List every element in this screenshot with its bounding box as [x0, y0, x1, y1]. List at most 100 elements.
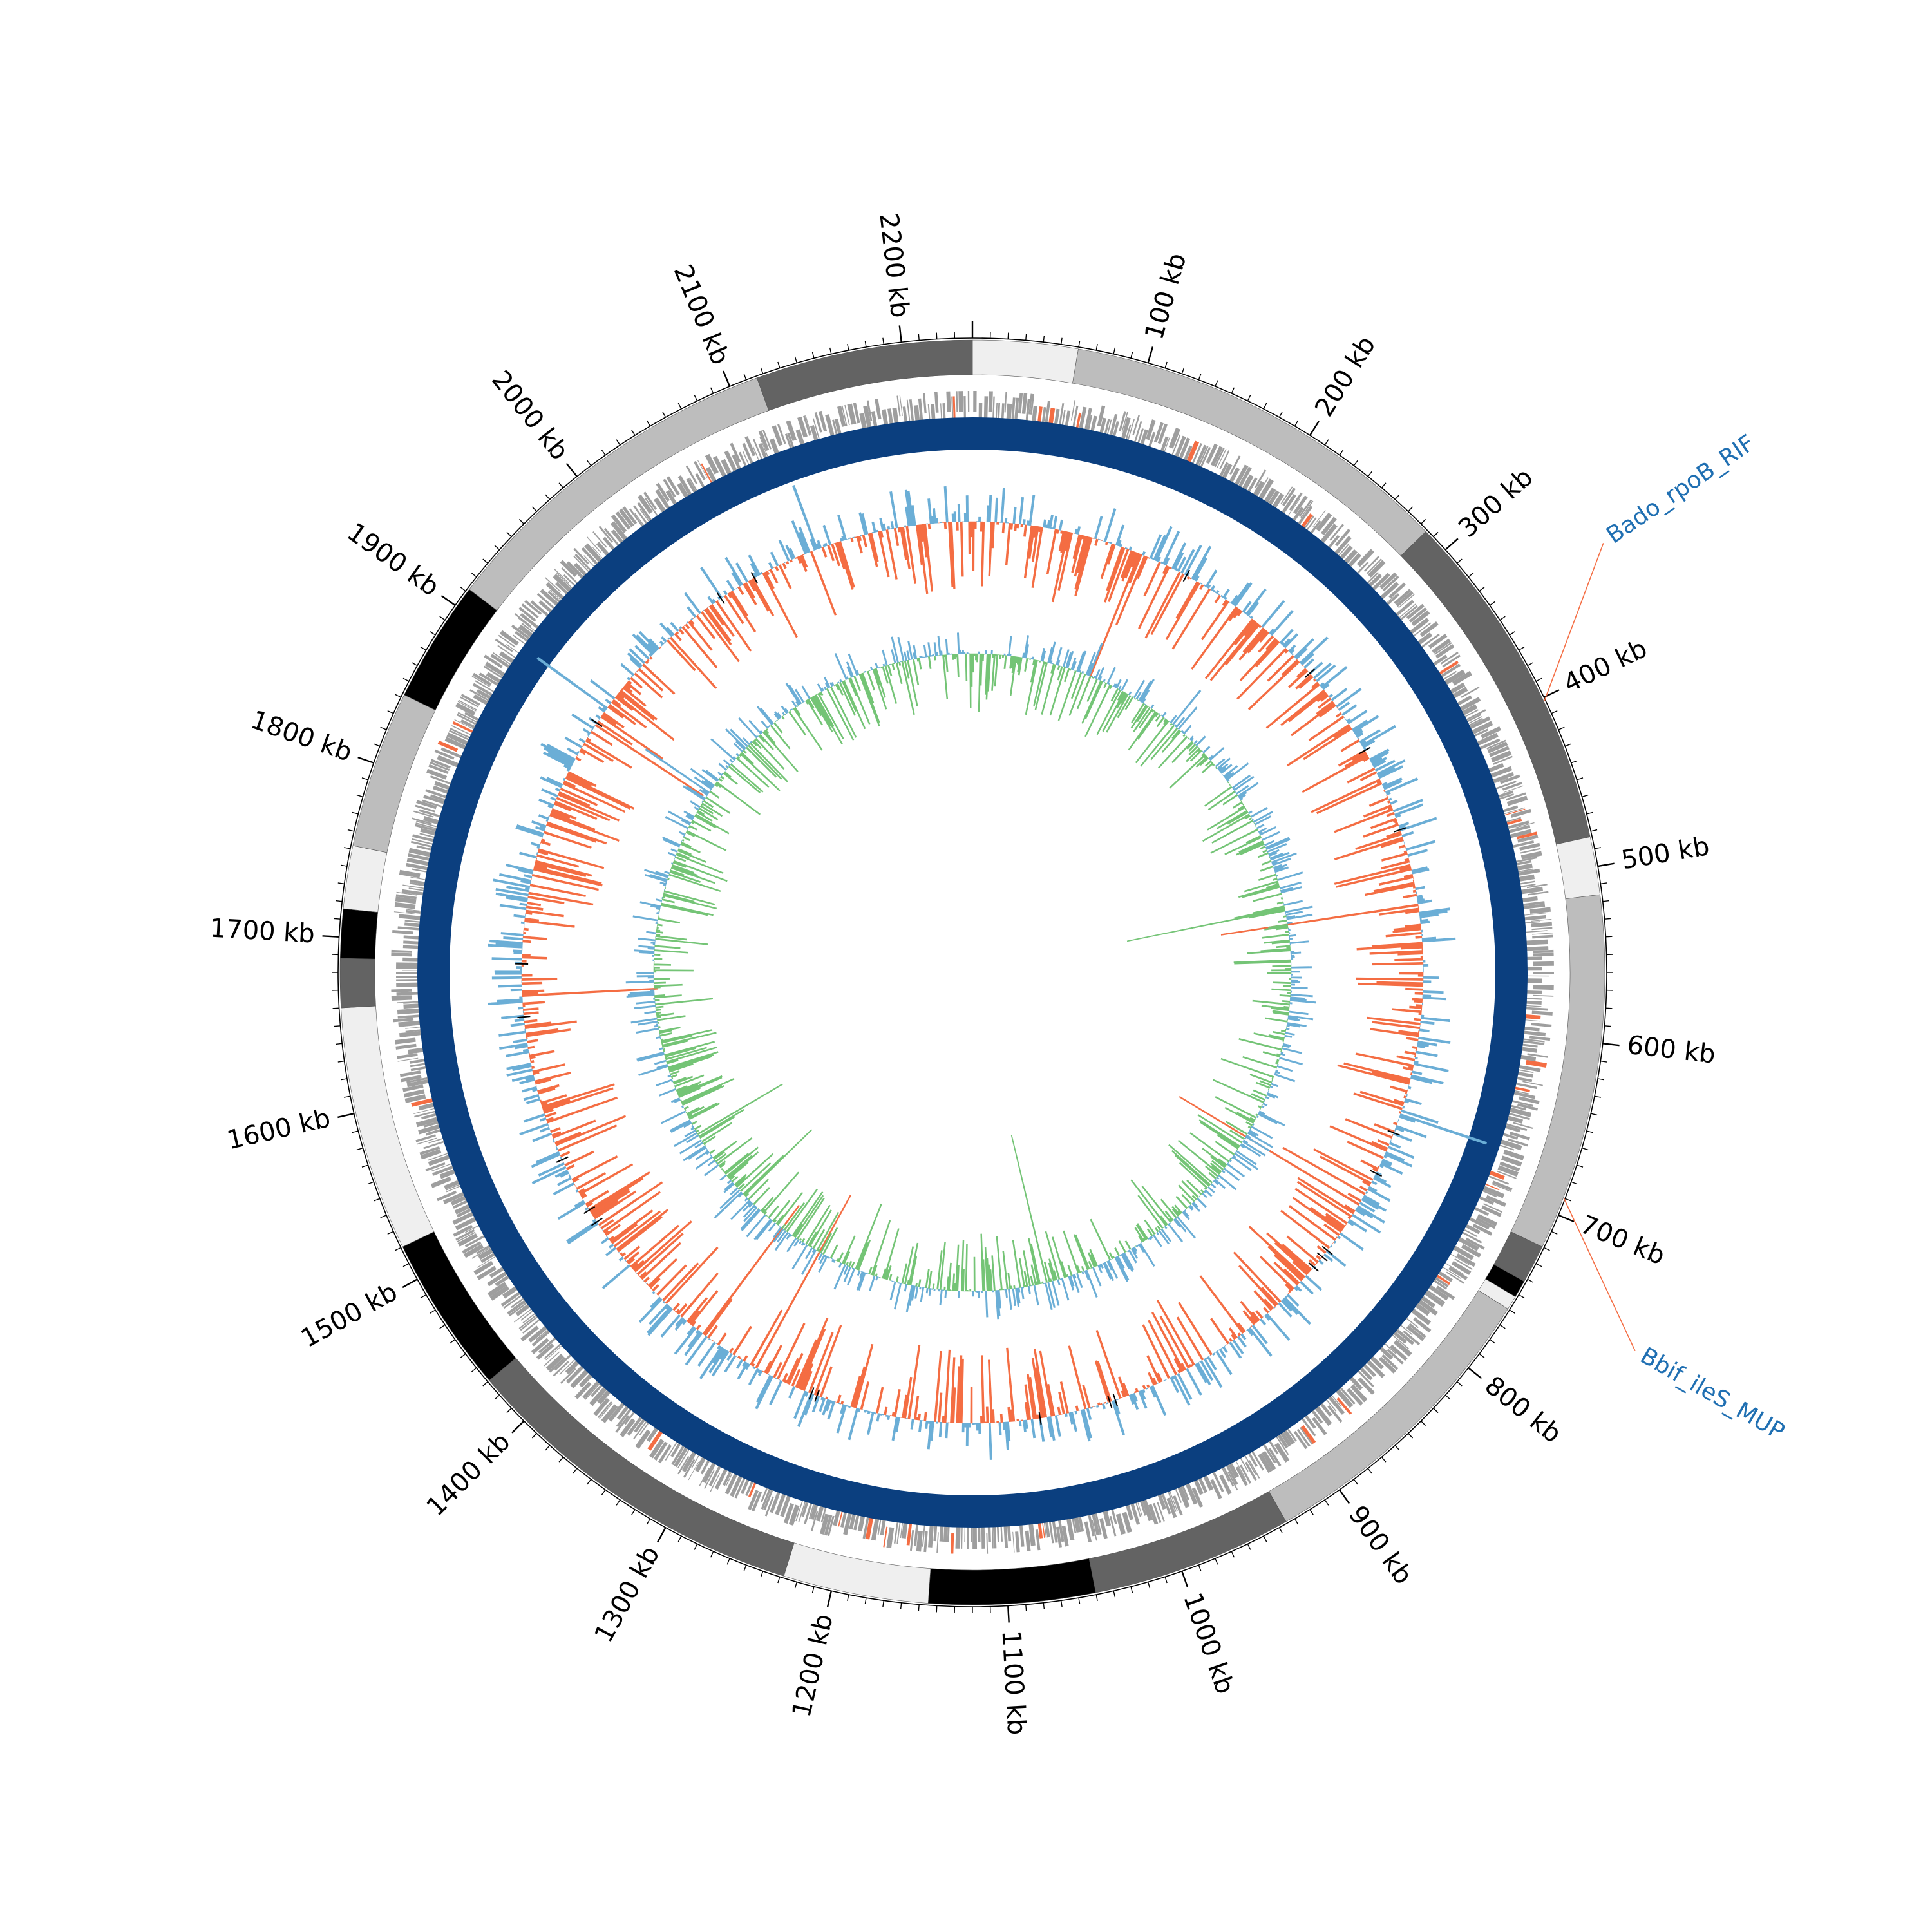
- gene-feature: [1133, 421, 1142, 443]
- gene-feature: [1066, 1518, 1075, 1541]
- gene-feature: [545, 577, 561, 592]
- gene-feature: [1435, 1285, 1455, 1300]
- annotation-leader-line: [1563, 1198, 1636, 1352]
- gene-feature: [1238, 466, 1252, 488]
- gene-feature: [1527, 1053, 1548, 1058]
- gene-feature: [986, 1533, 989, 1554]
- gene-feature: [759, 436, 769, 457]
- minor-tick: [1604, 1025, 1611, 1027]
- genomic-band: [341, 1005, 435, 1247]
- gene-feature: [1442, 1266, 1461, 1279]
- gene-feature: [397, 1001, 419, 1004]
- gene-feature: [1206, 443, 1218, 464]
- gene-feature: [397, 1008, 420, 1015]
- gene-feature: [399, 1070, 421, 1077]
- gene-feature: [1428, 633, 1448, 649]
- gene-feature: [416, 820, 438, 828]
- tick-label: 800 kb: [1479, 1370, 1567, 1449]
- minor-tick: [694, 1544, 698, 1550]
- gene-feature: [1173, 1495, 1183, 1516]
- gene-feature: [592, 531, 607, 548]
- gene-feature: [1019, 1524, 1025, 1547]
- gene-feature: [549, 1357, 566, 1373]
- minor-tick: [900, 1602, 902, 1609]
- minor-tick: [380, 726, 387, 730]
- gene-feature: [444, 737, 467, 750]
- gene-feature: [637, 502, 652, 522]
- gene-feature: [570, 1369, 589, 1388]
- gene-feature: [463, 1244, 484, 1258]
- minor-tick: [1457, 558, 1463, 564]
- gene-feature: [1366, 1359, 1385, 1378]
- tick-label: 300 kb: [1453, 462, 1539, 544]
- gene-feature: [677, 1455, 690, 1475]
- gene-feature: [1298, 506, 1313, 526]
- gene-feature: [1513, 1091, 1536, 1099]
- gene-feature: [841, 405, 848, 426]
- signal-marker: [1321, 1245, 1333, 1255]
- gene-feature: [909, 1530, 914, 1551]
- gene-feature: [825, 414, 835, 437]
- gene-feature: [805, 415, 812, 435]
- minor-tick: [616, 1499, 621, 1506]
- gene-feature: [545, 1354, 564, 1372]
- minor-tick: [1078, 340, 1081, 348]
- gene-feature: [1195, 444, 1207, 466]
- gene-feature: [1214, 448, 1225, 468]
- gene-feature: [866, 400, 873, 421]
- signal-marker: [1308, 1262, 1320, 1272]
- tick-label: 1000 kb: [1177, 1589, 1240, 1698]
- gene-feature: [415, 1117, 439, 1128]
- gene-feature: [1514, 822, 1535, 829]
- gene-feature: [1127, 419, 1135, 440]
- gene-feature: [545, 1345, 563, 1361]
- tick-marks: [322, 321, 1620, 1623]
- gene-feature: [452, 1211, 474, 1225]
- minor-tick: [811, 352, 815, 359]
- gene-feature: [1525, 930, 1548, 933]
- minor-tick: [1394, 1444, 1400, 1451]
- gene-feature: [412, 838, 433, 845]
- gene-feature: [1366, 558, 1382, 574]
- gene-feature: [1212, 1471, 1224, 1492]
- minor-tick: [1231, 1551, 1235, 1558]
- gene-feature: [1316, 513, 1332, 532]
- minor-tick: [1061, 1600, 1063, 1607]
- gene-feature: [1531, 933, 1553, 935]
- minor-tick: [1551, 710, 1558, 714]
- gene-feature: [561, 567, 578, 584]
- gene-feature: [1499, 1161, 1520, 1172]
- gene-feature: [399, 869, 421, 878]
- minor-tick: [777, 361, 781, 368]
- minor-tick: [558, 1457, 564, 1463]
- gene-feature: [472, 683, 493, 697]
- minor-tick: [460, 587, 466, 592]
- gene-feature: [1403, 1330, 1421, 1346]
- gene-feature: [1517, 831, 1538, 840]
- minor-tick: [1605, 936, 1613, 938]
- gene-feature: [396, 891, 417, 896]
- signal-inner: [653, 653, 1292, 1292]
- gene-feature: [956, 391, 958, 412]
- gene-feature: [1382, 575, 1399, 592]
- gene-feature: [1533, 994, 1554, 997]
- minor-tick: [918, 334, 920, 341]
- gene-feature: [402, 884, 425, 889]
- minor-tick: [1509, 631, 1515, 636]
- minor-tick: [601, 450, 606, 456]
- gene-feature: [633, 505, 648, 524]
- minor-tick: [1367, 1468, 1372, 1474]
- gene-feature: [520, 612, 540, 629]
- gene-feature: [951, 396, 954, 419]
- gene-feature: [1522, 1040, 1545, 1045]
- gene-feature: [434, 749, 455, 760]
- gene-feature: [1439, 660, 1459, 675]
- genomic-band: [927, 1558, 1096, 1605]
- gene-feature: [1482, 1186, 1505, 1198]
- gene-feature: [483, 665, 504, 679]
- gene-feature: [611, 514, 627, 533]
- gene-feature: [1387, 1349, 1404, 1365]
- gene-feature: [1380, 582, 1399, 600]
- gene-feature: [981, 1526, 985, 1549]
- gene-feature: [1509, 1132, 1530, 1141]
